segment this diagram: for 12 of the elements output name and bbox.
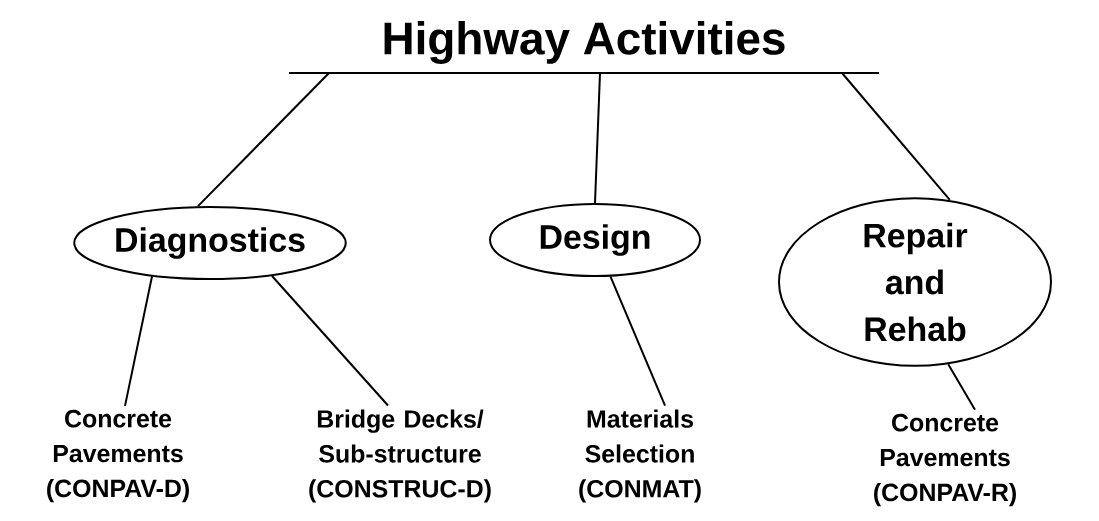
connector-line	[197, 72, 330, 208]
connector-line	[947, 363, 976, 411]
item-text: Concrete Pavements (CONPAV-D)	[47, 409, 189, 503]
heading-text: Highway Activities	[288, 21, 880, 74]
connector-line	[271, 274, 389, 407]
item-text: Bridge Decks/ Sub-structure (CONSTRUC-D)	[309, 409, 491, 503]
connector-line	[841, 72, 951, 201]
item-text: Concrete Pavements (CONPAV-R)	[874, 413, 1016, 507]
connector-line	[594, 72, 601, 204]
connector-line	[124, 275, 153, 407]
connector-line	[609, 275, 666, 407]
item-text: Materials Selection (CONMAT)	[579, 409, 701, 503]
